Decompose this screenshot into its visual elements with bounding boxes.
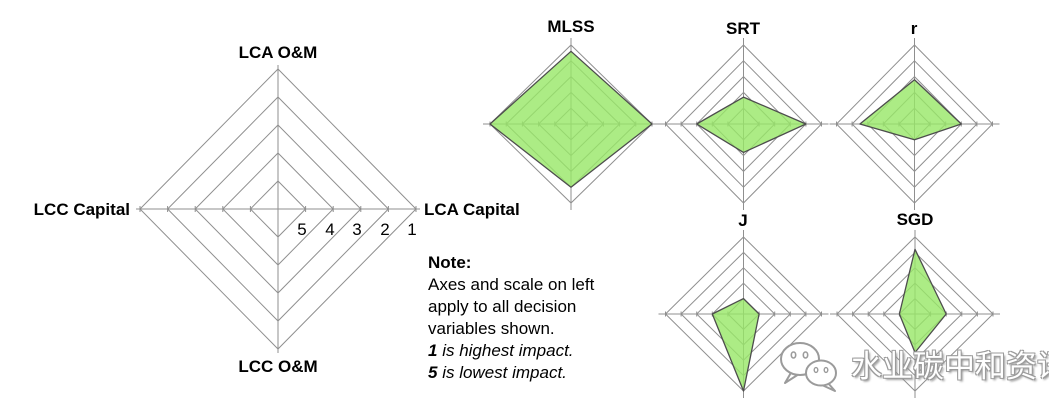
- axis-label-lcc-om: LCC O&M: [238, 357, 318, 376]
- chart-title-r: r: [910, 19, 918, 38]
- scale-label-5: 5: [297, 220, 307, 239]
- watermark: 水业碳中和资讯: [778, 340, 1049, 392]
- radar-chart-MLSS: [483, 38, 659, 210]
- scale-label-2: 2: [380, 220, 390, 239]
- axis-label-lcc-capital: LCC Capital: [33, 200, 130, 219]
- note-line: Axes and scale on left: [428, 275, 595, 294]
- scale-label-1: 1: [407, 220, 417, 239]
- chart-title-mlss: MLSS: [547, 17, 595, 36]
- chart-title-srt: SRT: [726, 19, 760, 38]
- wechat-icon: [780, 342, 837, 392]
- note-line-highest-impact: 1 is highest impact.: [428, 341, 574, 360]
- axis-label-lca-om: LCA O&M: [238, 43, 318, 62]
- radar-chart-SGD: [830, 230, 1000, 398]
- axis-label-lca-capital: LCA Capital: [424, 200, 520, 219]
- radar-chart-r: [829, 38, 1000, 210]
- chart-title-j: J: [738, 211, 748, 230]
- note-line: variables shown.: [428, 319, 555, 338]
- chart-title-sgd: SGD: [896, 210, 934, 229]
- watermark-text: 水业碳中和资讯: [851, 348, 1049, 384]
- scale-label-3: 3: [352, 220, 362, 239]
- note-block: Note: Axes and scale on left apply to al…: [428, 252, 594, 384]
- note-line: apply to all decision: [428, 297, 577, 316]
- scale-label-4: 4: [325, 220, 335, 239]
- note-title: Note:: [428, 253, 472, 272]
- radar-chart-J: [658, 230, 829, 398]
- note-line-lowest-impact: 5 is lowest impact.: [428, 363, 567, 382]
- radar-chart-SRT: [658, 38, 829, 210]
- radar-chart-reference: [136, 65, 420, 353]
